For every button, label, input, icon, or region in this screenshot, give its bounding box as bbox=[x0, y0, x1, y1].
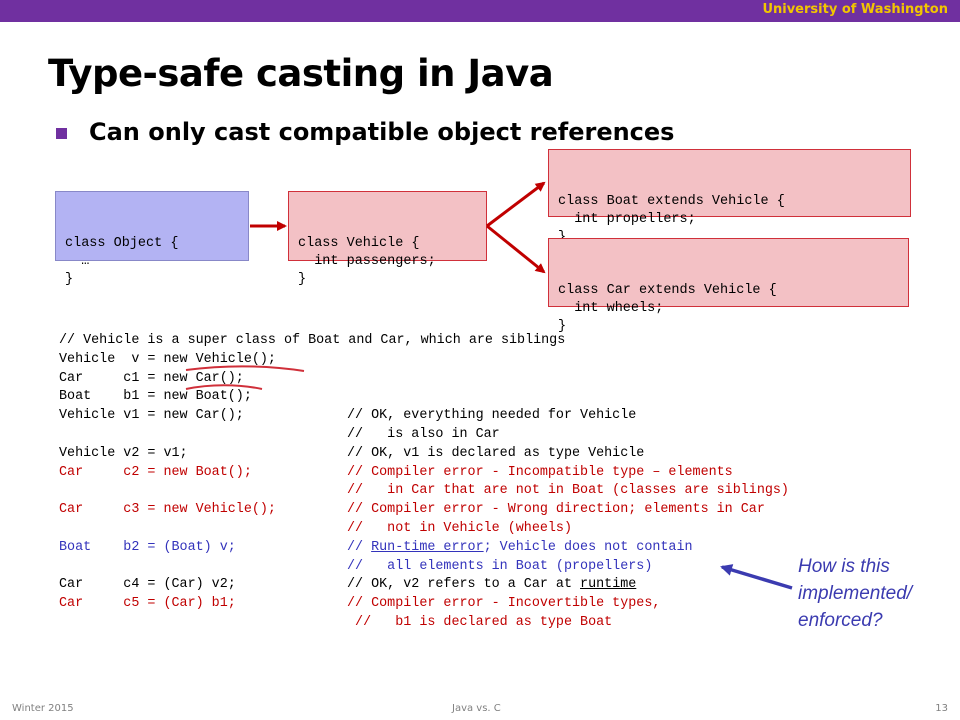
footer-term: Winter 2015 bbox=[12, 703, 74, 714]
code-line: class Vehicle { bbox=[298, 236, 420, 251]
code-line: } bbox=[298, 272, 307, 287]
footer-lecture: Java vs. C bbox=[452, 703, 501, 714]
underlined-term: Run-time error bbox=[371, 539, 484, 555]
underline-new-car bbox=[185, 384, 263, 390]
arrow-vehicle-to-boat bbox=[486, 181, 546, 228]
class-car-box: class Car extends Vehicle { int wheels;} bbox=[548, 238, 909, 334]
code-line: … bbox=[65, 254, 90, 269]
comment-part: // OK, v2 refers to a Car at bbox=[347, 577, 581, 593]
top-bar: University of Washington bbox=[0, 0, 960, 22]
code-line: class Boat extends Vehicle { bbox=[558, 194, 785, 209]
code-comment: // not in Vehicle (wheels) bbox=[347, 520, 572, 536]
code-comment: // Compiler error - Incompatible type – … bbox=[347, 464, 733, 480]
bullet-text: Can only cast compatible object referenc… bbox=[89, 118, 675, 146]
comment-part: ; Vehicle does not contain bbox=[483, 539, 693, 555]
code-statement: Boat b1 = new Boat(); bbox=[59, 389, 252, 405]
note-line: How is this bbox=[798, 556, 890, 577]
code-statement: Vehicle v1 = new Car(); bbox=[59, 408, 244, 424]
code-line: class Car extends Vehicle { bbox=[558, 283, 777, 298]
code-statement: Car c5 = (Car) b1; bbox=[59, 596, 236, 612]
code-statement: Vehicle v2 = v1; bbox=[59, 445, 188, 461]
code-comment: // OK, v2 refers to a Car at runtime bbox=[347, 576, 636, 595]
code-line: } bbox=[558, 319, 567, 334]
code-statement: // Vehicle is a super class of Boat and … bbox=[59, 333, 566, 348]
code-comment: // all elements in Boat (propellers) bbox=[347, 558, 653, 574]
note-line: implemented/ bbox=[798, 583, 913, 604]
code-statement: Car c2 = new Boat(); bbox=[59, 464, 252, 480]
note-line: enforced? bbox=[798, 610, 883, 631]
code-comment: // Run-time error; Vehicle does not cont… bbox=[347, 539, 693, 558]
code-statement: Car c3 = new Vehicle(); bbox=[59, 502, 276, 518]
arrow-note-to-code bbox=[720, 564, 793, 590]
code-comment: // in Car that are not in Boat (classes … bbox=[347, 483, 789, 499]
class-vehicle-box: class Vehicle { int passengers;} bbox=[288, 191, 487, 287]
code-statement: Boat b2 = (Boat) v; bbox=[59, 539, 236, 555]
arrow-vehicle-to-car bbox=[486, 224, 546, 274]
code-line: } bbox=[558, 229, 901, 247]
code-line: int wheels; bbox=[558, 301, 664, 316]
code-comment: // OK, everything needed for Vehicle bbox=[347, 408, 637, 424]
code-line: int passengers; bbox=[298, 254, 436, 269]
code-comment: // b1 is declared as type Boat bbox=[347, 614, 613, 630]
underlined-term: runtime bbox=[580, 577, 637, 593]
slide-title: Type-safe casting in Java bbox=[48, 52, 554, 95]
code-statement: Car c4 = (Car) v2; bbox=[59, 577, 236, 593]
class-object-box: class Object { …} bbox=[55, 191, 249, 287]
code-statement: Vehicle v = new Vehicle(); bbox=[59, 351, 276, 367]
code-line: class Object { bbox=[65, 236, 179, 251]
code-line: } bbox=[65, 272, 74, 287]
comment-part: // bbox=[347, 539, 372, 555]
bullet-square-icon bbox=[56, 128, 67, 139]
code-comment: // Compiler error - Incovertible types, bbox=[347, 596, 661, 612]
code-statement: Car c1 = new Car(); bbox=[59, 370, 244, 386]
code-line: int propellers; bbox=[558, 212, 696, 227]
annotation-note: How is this implemented/ enforced? bbox=[798, 553, 958, 634]
code-comment: // is also in Car bbox=[347, 426, 500, 442]
underline-new-vehicle bbox=[185, 365, 305, 372]
code-comment: // Compiler error - Wrong direction; ele… bbox=[347, 502, 765, 518]
code-comment: // OK, v1 is declared as type Vehicle bbox=[347, 445, 645, 461]
university-label: University of Washington bbox=[762, 2, 948, 17]
footer-page-number: 13 bbox=[935, 703, 948, 714]
class-boat-box: class Boat extends Vehicle { int propell… bbox=[548, 149, 911, 245]
